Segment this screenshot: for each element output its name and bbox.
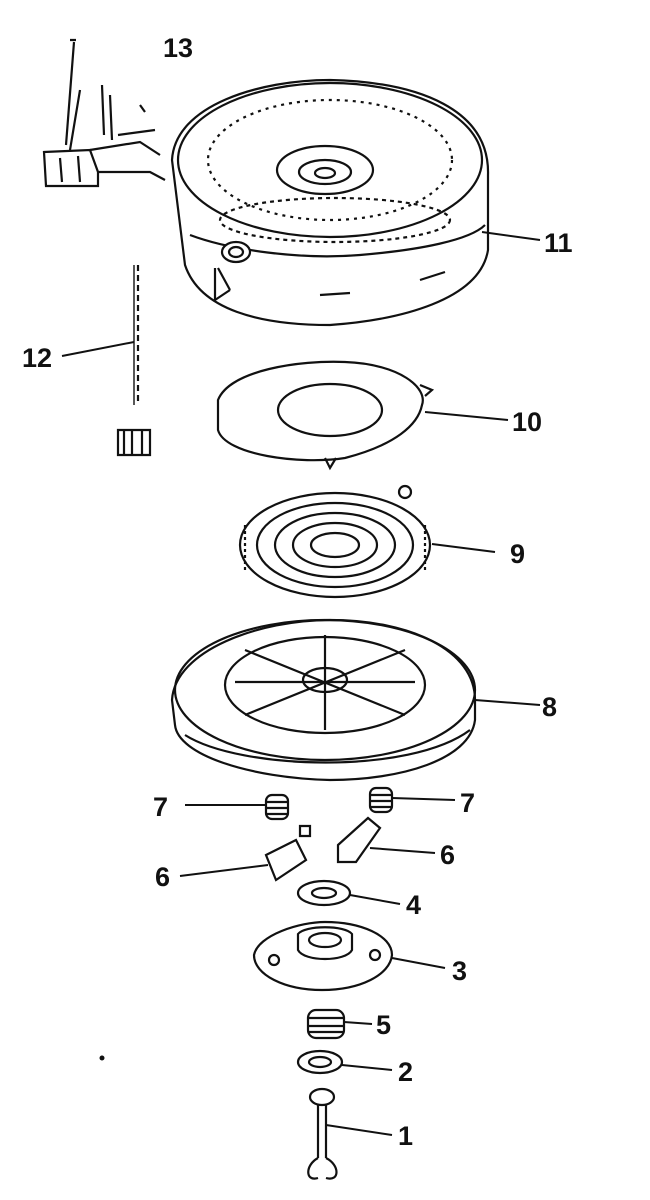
callout-7-left: 7 — [153, 792, 168, 822]
part-8-pulley — [170, 618, 477, 782]
part-3-retainer — [252, 920, 394, 992]
callout-10: 10 — [512, 407, 542, 437]
part-1-pin — [307, 1087, 338, 1180]
callout-6-right: 6 — [440, 840, 455, 870]
part-13-handle-bracket — [42, 38, 166, 188]
stray-mark — [99, 1055, 105, 1061]
callout-labels: 13 11 12 10 9 8 7 7 6 6 4 3 5 2 1 — [22, 33, 573, 1151]
callout-7-right: 7 — [460, 788, 475, 818]
callout-3: 3 — [452, 956, 467, 986]
callout-11: 11 — [544, 228, 573, 258]
spring-right — [368, 786, 394, 814]
callout-6-left: 6 — [155, 862, 170, 892]
leader-lines — [61, 231, 541, 1136]
part-7-springs — [264, 786, 394, 821]
callout-13: 13 — [163, 33, 193, 63]
part-4-washer — [296, 879, 352, 907]
part-5-spring — [306, 1008, 346, 1040]
part-6-pawls — [264, 816, 382, 882]
part-9-rewind-spring — [238, 484, 432, 599]
part-11-starter-housing — [170, 78, 490, 327]
callout-8: 8 — [542, 692, 557, 722]
callout-1: 1 — [398, 1121, 413, 1151]
callout-2: 2 — [398, 1057, 413, 1087]
part-10-plate — [216, 360, 435, 471]
spring-left — [264, 793, 290, 821]
part-12-screw — [116, 265, 152, 457]
callout-5: 5 — [376, 1010, 391, 1040]
part-2-washer — [296, 1049, 344, 1075]
callout-9: 9 — [510, 539, 525, 569]
callout-12: 12 — [22, 343, 52, 373]
callout-4: 4 — [406, 890, 421, 920]
